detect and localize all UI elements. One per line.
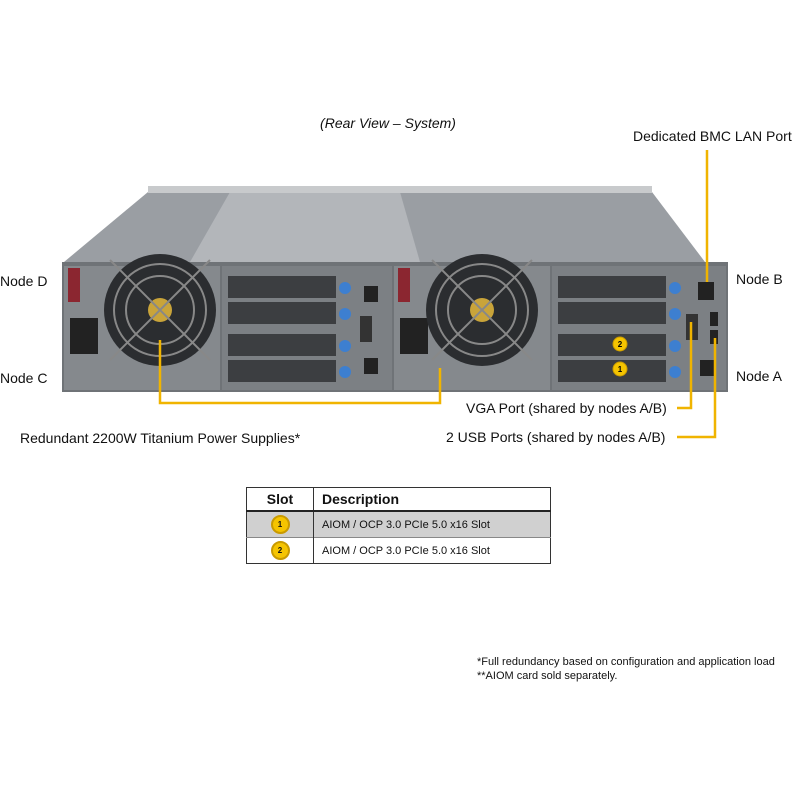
node-a-label: Node A: [736, 368, 782, 384]
bmc-lan-label: Dedicated BMC LAN Port: [633, 128, 792, 144]
node-d-label: Node D: [0, 273, 48, 289]
slot-description: AIOM / OCP 3.0 PCIe 5.0 x16 Slot: [313, 510, 551, 538]
vga-label: VGA Port (shared by nodes A/B): [466, 400, 667, 416]
power-inlet-icon: [400, 318, 428, 354]
power-supply-left: [64, 254, 220, 390]
slot-marker-1: 1: [612, 361, 628, 377]
node-b-label: Node B: [736, 271, 783, 287]
node-c-label: Node C: [0, 370, 48, 386]
bmc-lan-port: [698, 282, 714, 300]
svg-text:2: 2: [618, 340, 623, 349]
power-supply-right: [394, 254, 550, 390]
aiom-slot-2: [558, 334, 666, 356]
node-module-left: [222, 266, 392, 390]
callout-lines: [158, 150, 717, 439]
chassis-rail: [148, 186, 652, 193]
table-row: 1 AIOM / OCP 3.0 PCIe 5.0 x16 Slot: [246, 510, 551, 538]
slot-marker-2: 2: [612, 336, 628, 352]
chassis-top-panel: [190, 192, 420, 262]
footnotes: *Full redundancy based on configuration …: [477, 655, 775, 683]
diagram-title: (Rear View – System): [320, 115, 456, 131]
description-header: Description: [313, 487, 551, 512]
vga-callout-line: [677, 322, 693, 410]
slot-badge: 2: [270, 541, 290, 560]
lan-port: [700, 360, 714, 376]
usb-port: [710, 312, 718, 326]
slot-description: AIOM / OCP 3.0 PCIe 5.0 x16 Slot: [313, 537, 551, 564]
usb-port: [710, 330, 718, 344]
usb-callout-line: [677, 338, 717, 439]
psu-callout-line: [158, 340, 442, 405]
psu-handle: [68, 268, 80, 302]
footnote-aiom: **AIOM card sold separately.: [477, 670, 618, 682]
power-inlet-icon: [70, 318, 98, 354]
slot-header: Slot: [246, 487, 314, 512]
slot-badge: 1: [270, 515, 290, 534]
node-module-right: [552, 266, 726, 390]
aiom-slot-1: [558, 360, 666, 382]
footnote-redundancy: *Full redundancy based on configuration …: [477, 656, 775, 668]
slot-table: Slot Description 1 AIOM / OCP 3.0 PCIe 5…: [246, 487, 551, 564]
psu-label: Redundant 2200W Titanium Power Supplies*: [20, 430, 301, 446]
usb-label: 2 USB Ports (shared by nodes A/B): [446, 429, 666, 445]
svg-text:1: 1: [618, 365, 623, 374]
table-row: 2 AIOM / OCP 3.0 PCIe 5.0 x16 Slot: [246, 537, 551, 564]
psu-handle: [398, 268, 410, 302]
